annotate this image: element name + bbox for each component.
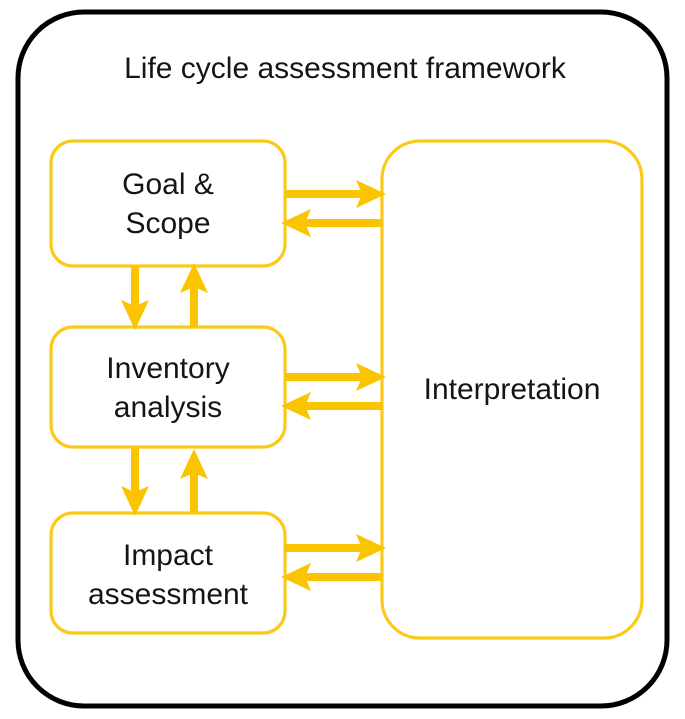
- stage-box-goal-scope[interactable]: [49, 139, 287, 268]
- stage-label-goal-scope-line1: Goal &: [122, 168, 214, 201]
- arrowhead-right: [356, 534, 386, 562]
- connector-impact-to-interpretation: [285, 534, 386, 562]
- arrowhead-left: [281, 392, 311, 420]
- stage-label-impact-line2: assessment: [88, 578, 249, 611]
- stage-box-impact-assessment[interactable]: [49, 511, 287, 635]
- stage-label-goal-scope-line2: Scope: [125, 207, 210, 240]
- interpretation-box[interactable]: [380, 139, 644, 640]
- arrowhead-up: [180, 449, 208, 479]
- stage-label-inventory-line2: analysis: [114, 391, 222, 424]
- arrowhead-up: [180, 263, 208, 293]
- connector-impact-to-inventory: [180, 449, 208, 513]
- interpretation-label: Interpretation: [424, 373, 601, 406]
- connector-interpretation-to-impact: [281, 563, 382, 591]
- arrowhead-left: [281, 209, 311, 237]
- connector-inventory-to-goal: [180, 263, 208, 327]
- arrowhead-left: [281, 563, 311, 591]
- stage-box-inventory-analysis[interactable]: [49, 325, 287, 449]
- stage-label-inventory-line1: Inventory: [106, 352, 229, 385]
- arrowhead-down: [121, 486, 149, 516]
- connector-inventory-to-interpretation: [285, 363, 386, 391]
- connector-goal-to-interpretation: [285, 180, 386, 208]
- connector-interpretation-to-inventory: [281, 392, 382, 420]
- arrowhead-down: [121, 300, 149, 330]
- arrowhead-right: [356, 363, 386, 391]
- diagram-title: Life cycle assessment framework: [124, 52, 567, 85]
- arrowhead-right: [356, 180, 386, 208]
- connector-interpretation-to-goal: [281, 209, 382, 237]
- connector-goal-to-inventory: [121, 266, 149, 330]
- stage-label-impact-line1: Impact: [123, 539, 214, 572]
- connector-inventory-to-impact: [121, 447, 149, 516]
